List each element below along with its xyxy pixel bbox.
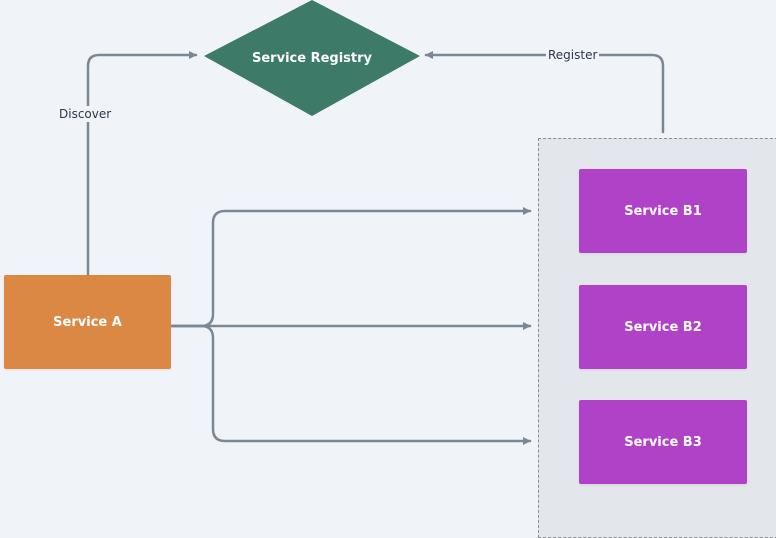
service-b3-label: Service B3 (624, 434, 702, 450)
discover-edge-label: Discover (57, 106, 114, 122)
register-edge-label: Register (546, 47, 600, 63)
service-b3-node[interactable]: Service B3 (579, 400, 747, 484)
service-b1-node[interactable]: Service B1 (579, 169, 747, 253)
connectors (86, 51, 665, 445)
service-registry-label: Service Registry (252, 50, 372, 66)
service-registry-node[interactable]: Service Registry (204, 0, 420, 116)
service-b2-node[interactable]: Service B2 (579, 285, 747, 369)
service-a-node[interactable]: Service A (4, 275, 171, 369)
discover-connector (86, 51, 198, 276)
service-b1-label: Service B1 (624, 203, 702, 219)
service-a-label: Service A (53, 314, 122, 330)
service-a-to-b1-connector (170, 207, 532, 328)
service-b2-label: Service B2 (624, 319, 702, 335)
register-connector (424, 51, 665, 134)
diagram-canvas: Service Registry Service A Service B1 Se… (4, 0, 776, 538)
service-a-to-b3-connector (170, 324, 532, 445)
service-registry-diamond (204, 0, 420, 116)
